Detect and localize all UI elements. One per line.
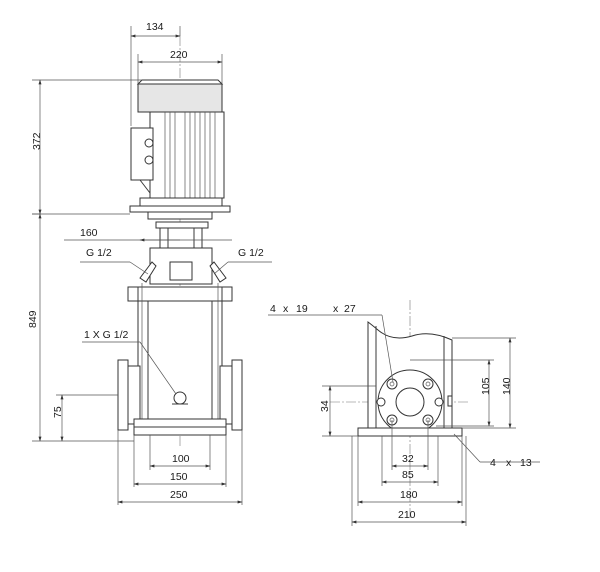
dim-220: 220 (170, 49, 188, 61)
dim-34: 34 (319, 400, 331, 412)
dim-160: 160 (80, 227, 98, 239)
base-hole-d: 13 (520, 457, 532, 469)
bolt-d1: 19 (296, 303, 308, 315)
dim-140: 140 (501, 377, 513, 395)
base-hole-qty: 4 (490, 457, 496, 469)
port-right-label: G 1/2 (238, 247, 264, 259)
dim-250: 250 (170, 489, 188, 501)
dim-372: 372 (31, 132, 43, 150)
pump-head (127, 286, 233, 302)
dim-210: 210 (398, 509, 416, 521)
base-hole-x: x (506, 457, 512, 469)
dim-134: 134 (146, 21, 164, 33)
dim-150: 150 (170, 471, 188, 483)
front-view: 134 220 372 160 G 1/2 G 1/2 849 1 X G 1/… (27, 21, 272, 505)
side-view: 4 x 19 x 27 105 140 34 32 85 180 (268, 300, 540, 526)
dim-75: 75 (52, 406, 64, 418)
bolt-x2: x (333, 303, 339, 315)
dim-32: 32 (402, 453, 414, 465)
dim-105: 105 (480, 377, 492, 395)
bolt-d2: 27 (344, 303, 356, 315)
bolt-qty: 4 (270, 303, 276, 315)
bolt-x1: x (283, 303, 289, 315)
dim-180: 180 (400, 489, 418, 501)
flange (376, 369, 453, 435)
motor (129, 79, 231, 220)
base-plate (357, 427, 463, 437)
coupling-lantern (139, 221, 227, 285)
drain-port-label: 1 X G 1/2 (84, 329, 129, 341)
drain-port (172, 391, 188, 405)
dim-100: 100 (172, 453, 190, 465)
dim-849: 849 (27, 310, 39, 328)
port-left-label: G 1/2 (86, 247, 112, 259)
dim-85: 85 (402, 469, 414, 481)
